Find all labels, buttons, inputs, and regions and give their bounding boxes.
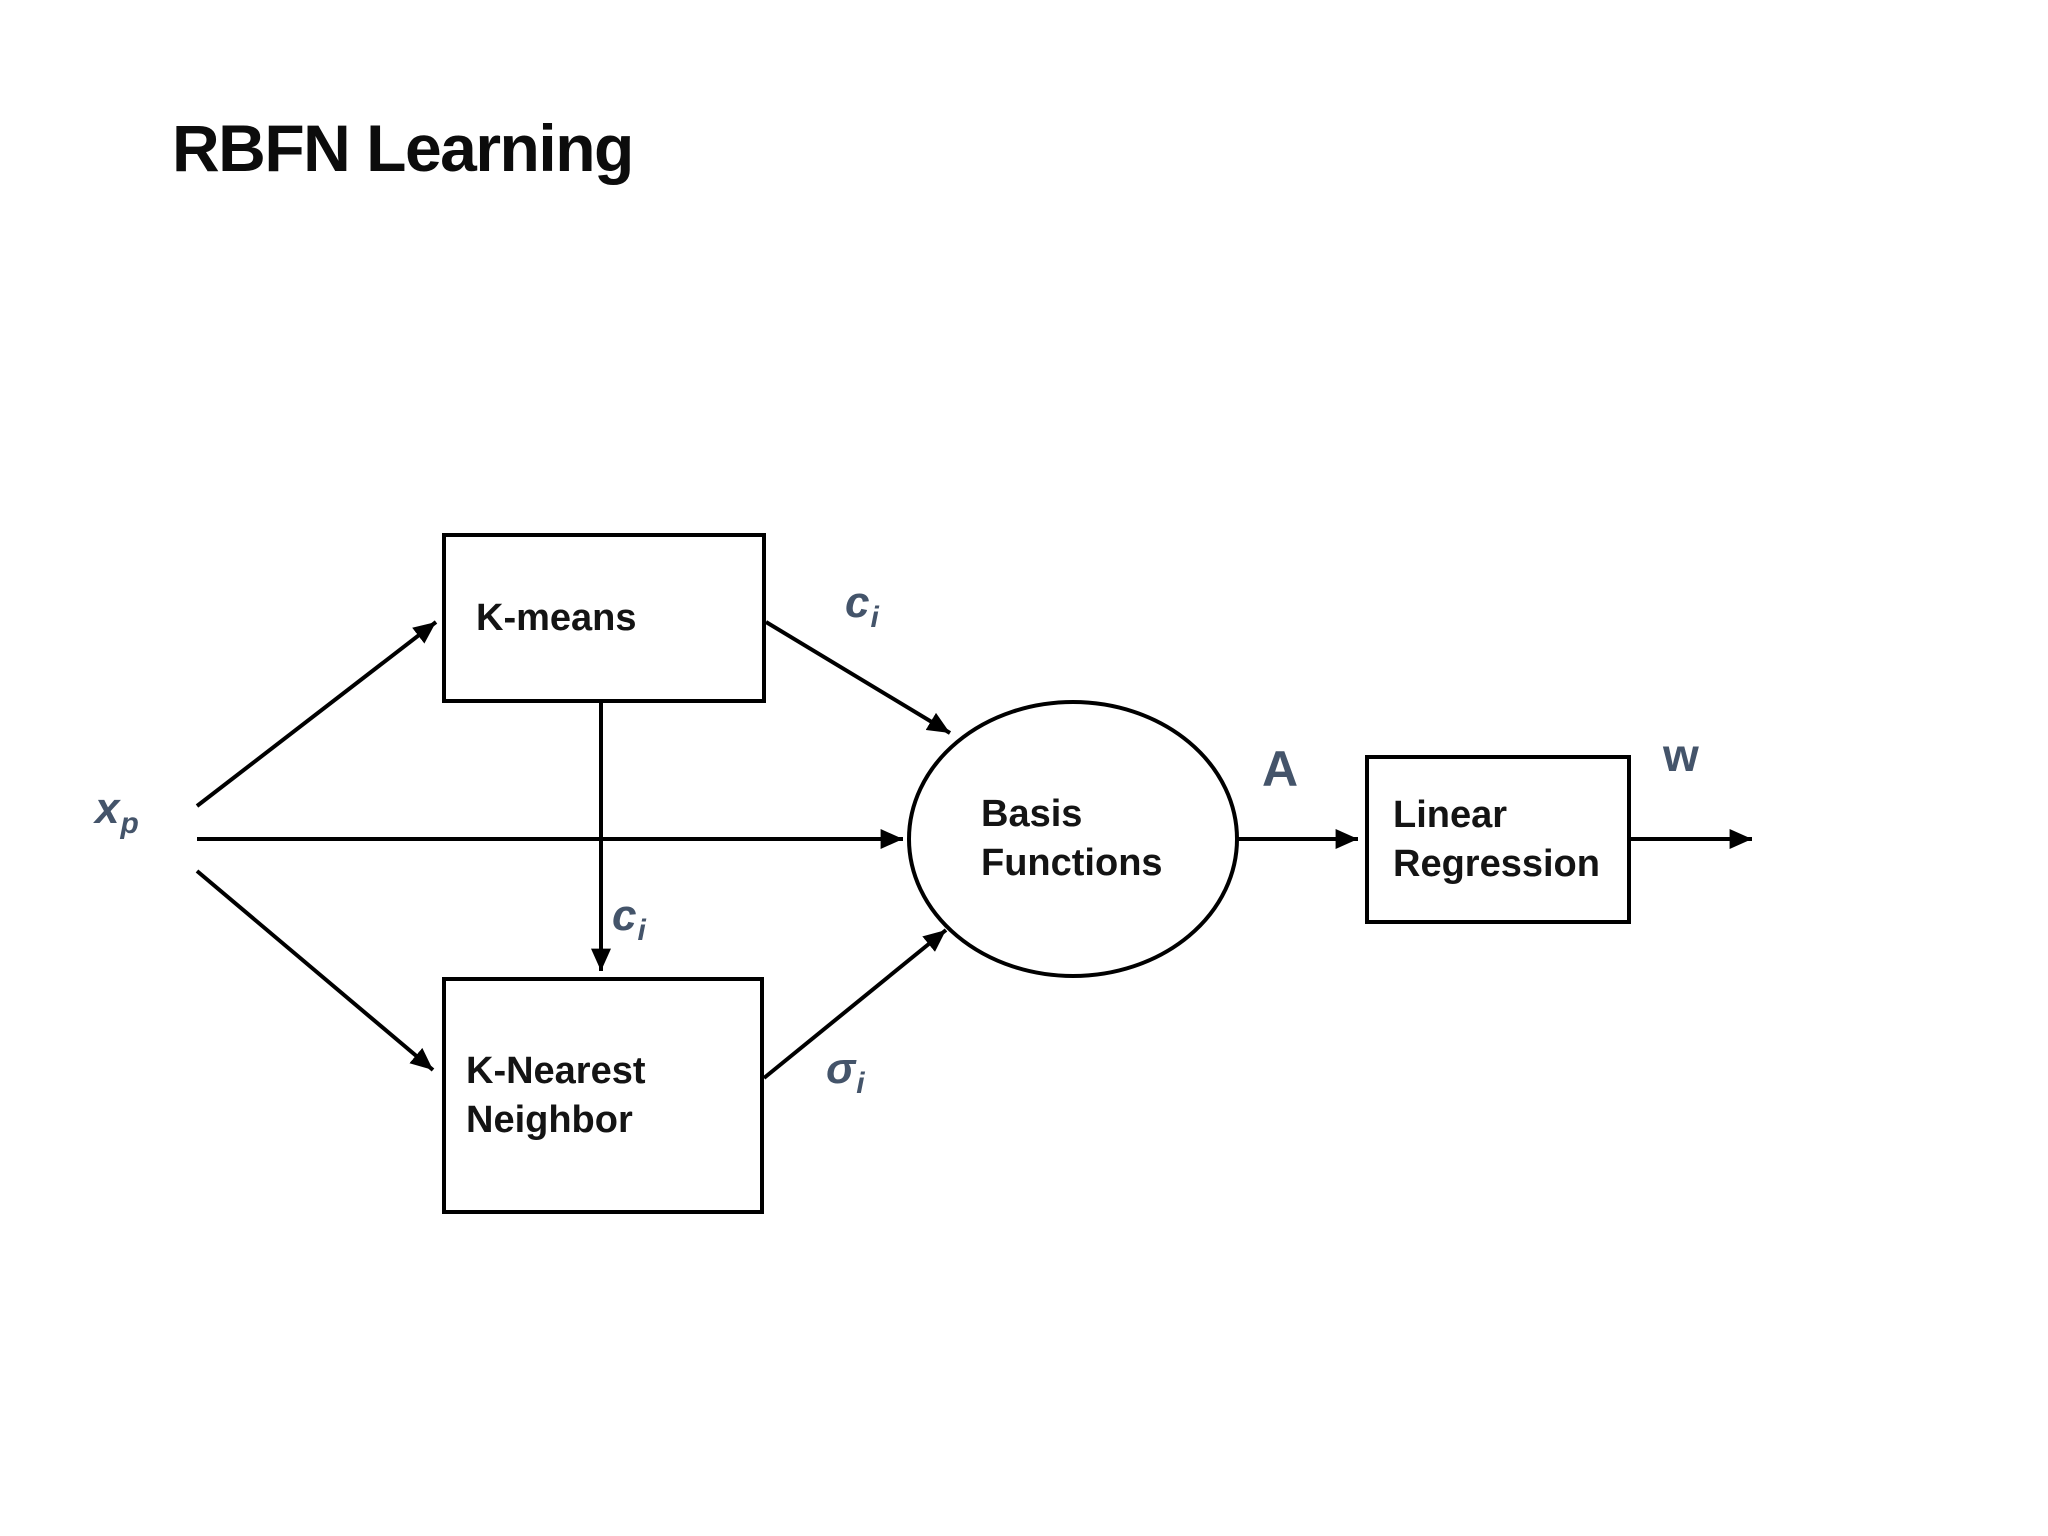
ci-label-middle: ci <box>612 891 646 947</box>
basis-functions-ellipse <box>907 700 1239 978</box>
ci-top-sub: i <box>870 601 879 634</box>
ci-mid-base: c <box>612 891 637 940</box>
a-label: A <box>1262 741 1299 797</box>
ci-top-base: c <box>845 578 870 627</box>
kmeans-label: K-means <box>476 596 637 639</box>
basis-label-line1: Basis <box>981 793 1083 836</box>
knn-label-line2: Neighbor <box>466 1098 633 1141</box>
w-label: w <box>1663 729 1699 781</box>
knn-label-line1: K-Nearest <box>466 1049 646 1092</box>
arrow-knn-to-basis <box>762 928 948 1080</box>
linreg-label-line2: Regression <box>1393 842 1600 885</box>
slide-title: RBFN Learning <box>172 111 634 185</box>
ci-mid-sub: i <box>637 914 646 947</box>
basis-functions-node: Basis Functions <box>909 702 1239 976</box>
linear-regression-node: Linear Regression <box>1365 755 1631 924</box>
arrow-xp-to-knn <box>195 869 435 1072</box>
sigma-label-base: σ <box>826 1044 856 1093</box>
basis-label-line2: Functions <box>981 842 1163 884</box>
linreg-label-line1: Linear <box>1393 793 1508 836</box>
arrow-xp-to-kmeans <box>195 620 438 808</box>
xp-label-sub: p <box>120 807 139 840</box>
sigma-label-sub: i <box>856 1067 865 1100</box>
xp-label-base: x <box>95 784 120 833</box>
arrow-kmeans-to-basis <box>764 620 952 735</box>
sigma-label: σi <box>826 1044 865 1100</box>
xp-label: xp <box>95 784 139 840</box>
kmeans-node: K-means <box>442 533 766 703</box>
knn-node: K-Nearest Neighbor <box>442 977 764 1214</box>
ci-label-top: ci <box>845 578 879 634</box>
